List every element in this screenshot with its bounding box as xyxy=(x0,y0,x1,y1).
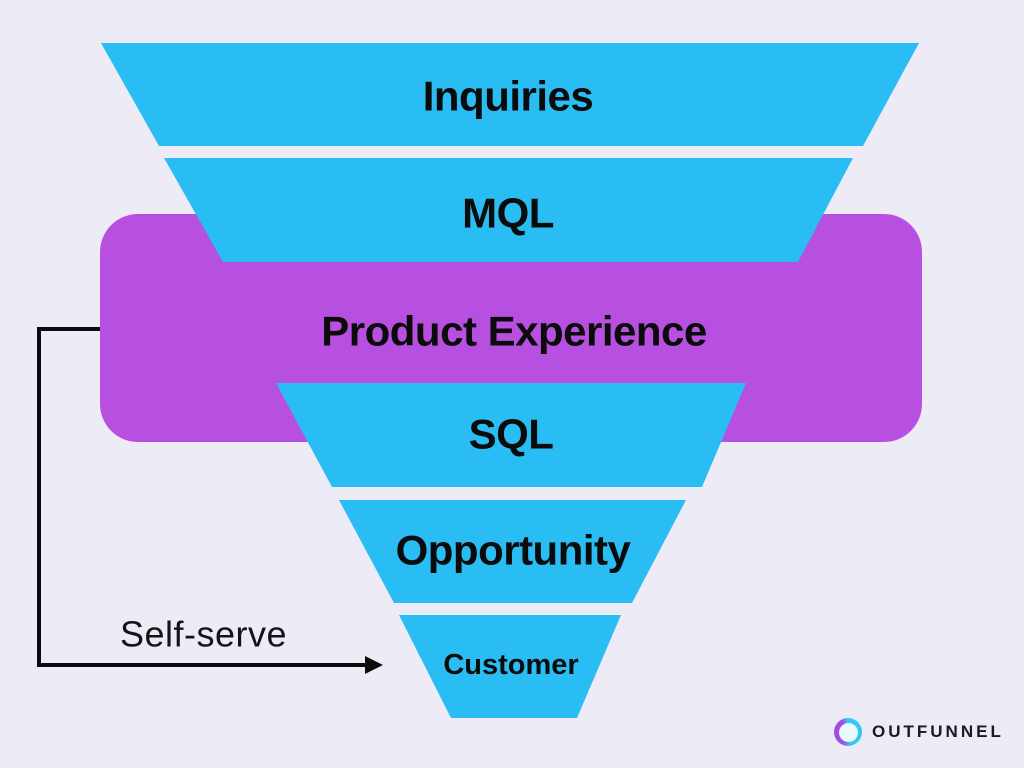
outfunnel-logo-mark-inner xyxy=(838,722,858,742)
funnel-stage-mql xyxy=(164,158,853,262)
outfunnel-logo: OUTFUNNEL xyxy=(834,716,1004,748)
outfunnel-logo-mark-icon xyxy=(834,718,862,746)
arrowhead-icon xyxy=(365,656,383,674)
funnel-stage-opportunity xyxy=(339,500,686,603)
outfunnel-wordmark: OUTFUNNEL xyxy=(872,722,1004,741)
funnel-stage-sql xyxy=(276,383,746,487)
self-serve-arrow xyxy=(37,327,383,674)
stage-label-mql: MQL xyxy=(462,190,554,237)
stage-label-inquiries: Inquiries xyxy=(423,73,594,120)
funnel-stage-inquiries xyxy=(101,43,919,146)
funnel-stage-customer xyxy=(399,615,621,718)
stage-label-opportunity: Opportunity xyxy=(396,527,632,574)
self-serve-arrow-line xyxy=(37,327,367,667)
stage-label-sql: SQL xyxy=(469,411,554,458)
self-serve-label: Self-serve xyxy=(120,614,287,655)
stage-label-customer: Customer xyxy=(443,649,578,681)
product-experience-label: Product Experience xyxy=(321,308,706,355)
